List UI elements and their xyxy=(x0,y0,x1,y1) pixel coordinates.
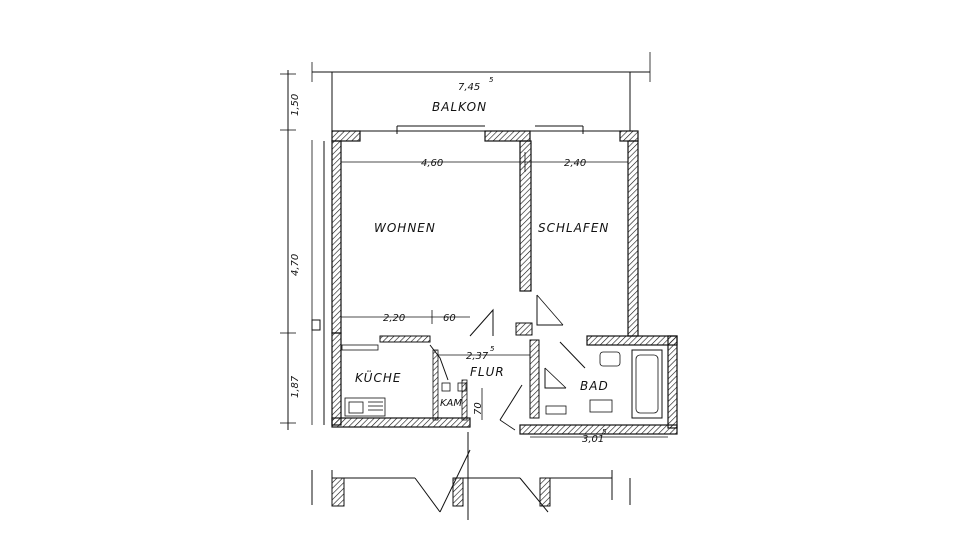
flur-width-label: 2,37 xyxy=(466,351,489,362)
top-dimension: 7,45 5 xyxy=(311,52,651,131)
room-label-kam: KAM xyxy=(440,398,462,409)
schlafen-width-label: 2,40 xyxy=(564,158,586,169)
wohnen-depth-label: 4,70 xyxy=(290,254,301,276)
balcony: BALKON xyxy=(396,100,584,134)
room-label-balkon: BALKON xyxy=(432,100,487,114)
bottom-width-label: 3,01 xyxy=(582,434,604,445)
room-label-schlafen: SCHLAFEN xyxy=(538,221,609,235)
bottom-width-sup: 5 xyxy=(602,428,607,436)
room-label-bad: BAD xyxy=(580,379,609,393)
left-dimension: 1,50 4,70 1,87 xyxy=(280,70,301,430)
balcony-depth-label: 1,50 xyxy=(290,94,301,116)
room-label-flur: FLUR xyxy=(470,365,505,379)
wall-segment-b-label: 60 xyxy=(443,313,456,324)
adjacent-unit-fragment xyxy=(311,432,631,520)
doors xyxy=(429,294,586,431)
kam-width-label: 70 xyxy=(473,402,484,415)
fixtures xyxy=(341,344,663,419)
total-width-sup: 5 xyxy=(489,76,494,84)
walls xyxy=(331,130,678,435)
room-label-kueche: KÜCHE xyxy=(355,369,401,385)
interior-dimensions: 4,60 2,40 2,20 60 2,37 5 70 3,01 5 xyxy=(341,152,668,445)
kueche-depth-label: 1,87 xyxy=(290,375,301,398)
room-label-wohnen: WOHNEN xyxy=(374,221,436,235)
wohnen-width-label: 4,60 xyxy=(421,158,443,169)
total-width-label: 7,45 xyxy=(458,82,480,93)
flur-width-sup: 5 xyxy=(490,345,495,353)
wall-segment-a-label: 2,20 xyxy=(383,313,405,324)
